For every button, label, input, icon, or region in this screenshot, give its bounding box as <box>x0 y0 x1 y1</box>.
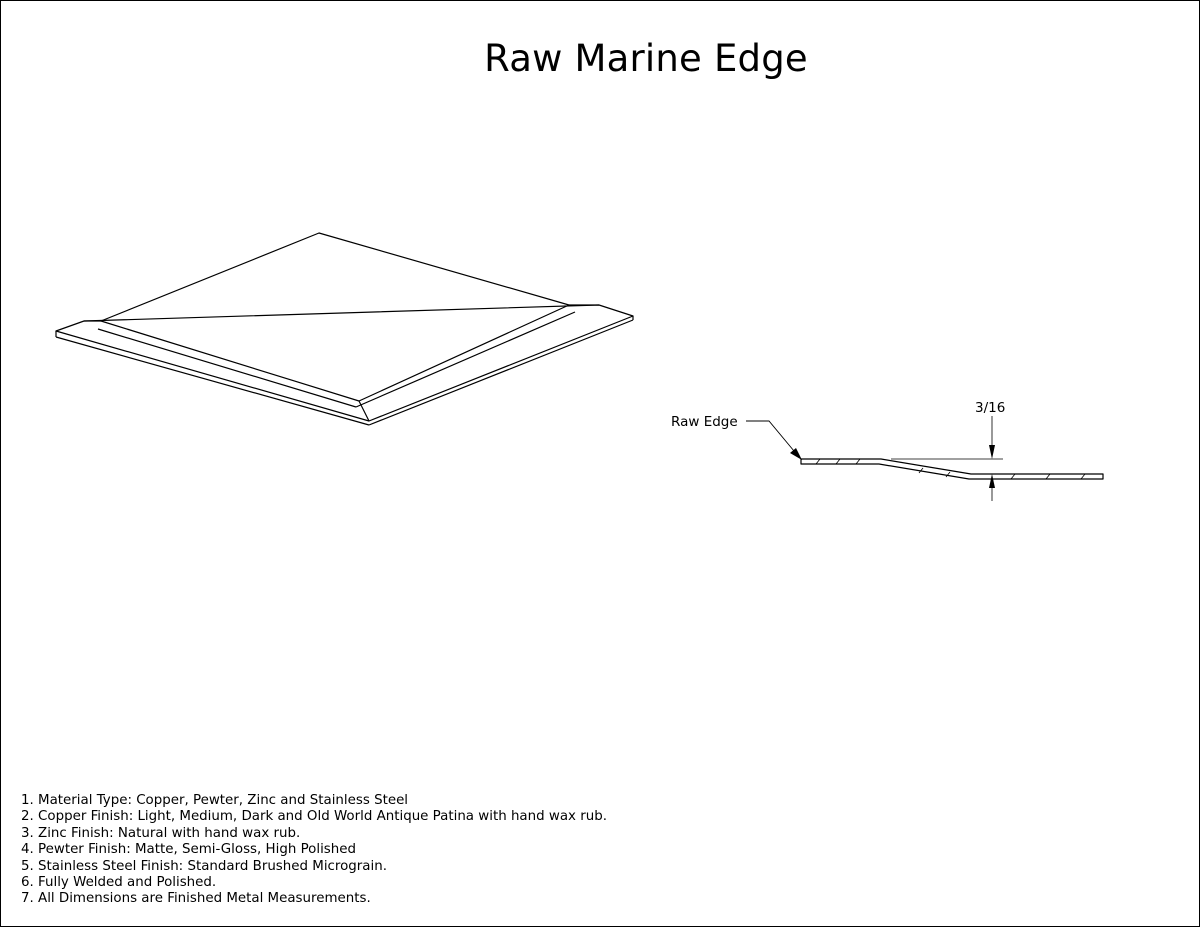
callout-leader-line <box>746 420 800 458</box>
dimension-arrow-down <box>989 445 995 459</box>
panel-top-face <box>100 232 570 402</box>
note-item: 6. Fully Welded and Polished. <box>21 875 217 891</box>
dimension-arrow-up <box>989 474 995 488</box>
dimension-3-16 <box>891 416 1003 501</box>
note-item: 5. Stainless Steel Finish: Standard Brus… <box>21 858 387 874</box>
isometric-panel-view <box>55 232 634 426</box>
drawing-notes: 1. Material Type: Copper, Pewter, Zinc a… <box>21 793 607 908</box>
note-item: 1. Material Type: Copper, Pewter, Zinc a… <box>21 793 409 808</box>
panel-flange-outline <box>55 304 634 422</box>
flange-thickness-right <box>368 319 634 426</box>
note-item: 2. Copper Finish: Light, Medium, Dark an… <box>21 809 607 825</box>
section-profile <box>800 458 1104 480</box>
callout-arrowhead <box>790 448 802 460</box>
note-item: 4. Pewter Finish: Matte, Semi-Gloss, Hig… <box>21 842 357 858</box>
bevel-right-edge <box>355 311 576 408</box>
raw-edge-label: Raw Edge <box>671 414 738 430</box>
raw-edge-callout <box>746 420 802 460</box>
edge-section-view <box>746 416 1104 501</box>
flange-thickness-left <box>55 336 370 426</box>
dimension-label: 3/16 <box>975 400 1005 416</box>
drawing-title: Raw Marine Edge <box>484 37 808 80</box>
note-item: 7. All Dimensions are Finished Metal Mea… <box>21 891 371 907</box>
section-hatching <box>815 458 1086 480</box>
note-item: 3. Zinc Finish: Natural with hand wax ru… <box>21 825 301 841</box>
bevel-left-edge <box>97 328 357 408</box>
